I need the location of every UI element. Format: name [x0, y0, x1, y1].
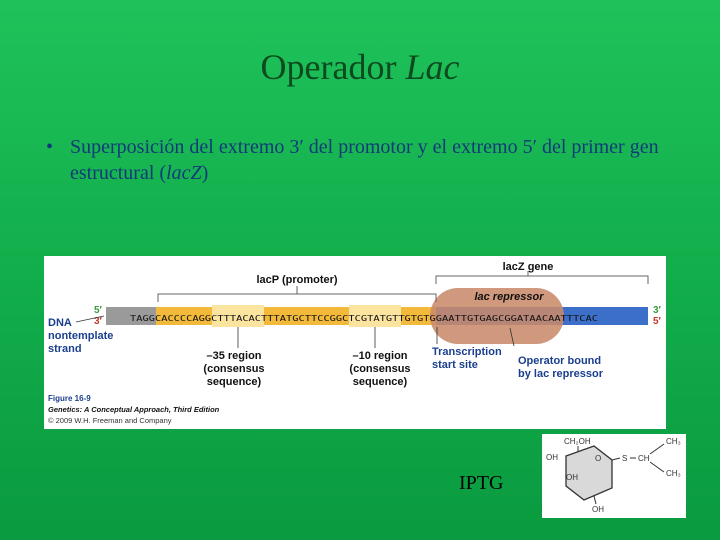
minus10-line1: –10 region [352, 350, 407, 362]
dna-label-pointer [75, 315, 105, 323]
iptg-ring [565, 445, 613, 501]
iptg-s: S [622, 454, 627, 463]
caption-figure: Figure 16-9 [48, 394, 91, 403]
lacp-label: lacP (promoter) [256, 274, 337, 286]
lacp-bracket [157, 293, 437, 302]
strand-label: strand [48, 343, 82, 355]
iptg-ch3-bottom: CH₃ [666, 469, 681, 478]
iptg-oh-bottom: OH [592, 505, 604, 514]
bullet-text-italic: lacZ [166, 162, 202, 184]
operator-pointer [509, 327, 515, 347]
minus10-box [349, 305, 401, 327]
lac-repressor-shape [430, 288, 564, 344]
minus10-line2: (consensus [349, 363, 410, 375]
iptg-oh-inner: OH [566, 473, 578, 482]
iptg-structure: O CH₂OH OH OH OH S CH CH₃ CH₃ [542, 434, 686, 518]
nontemplate-label: nontemplate [48, 330, 113, 342]
minus35-box [212, 305, 264, 327]
minus35-line2: (consensus [203, 363, 264, 375]
slide-title: Operador Lac [0, 46, 720, 88]
iptg-oh-left: OH [546, 453, 558, 462]
right-3prime-label: 3′ [653, 305, 662, 316]
dna-sequence: TAGGCACCCCAGGCTTTACACTTTATGCTTCCGGCTCGTA… [130, 314, 598, 323]
title-italic: Lac [405, 47, 460, 87]
iptg-ch3-top: CH₃ [666, 437, 681, 446]
iptg-ring-o: O [595, 454, 601, 463]
tss-line2: start site [432, 359, 478, 371]
minus10-line3: sequence) [353, 376, 408, 388]
dna-label: DNA [48, 317, 72, 329]
iptg-label: IPTG [459, 472, 504, 494]
minus35-line3: sequence) [207, 376, 262, 388]
iptg-oh-bottom-bond [593, 495, 597, 505]
lacz-label: lacZ gene [503, 261, 554, 273]
lac-operator-diagram: TAGGCACCCCAGGCTTTACACTTTATGCTTCCGGCTCGTA… [48, 261, 662, 425]
left-3prime-label: 3′ [94, 316, 103, 327]
dna-upstream-segment [106, 307, 158, 325]
right-5prime-label: 5′ [653, 316, 662, 327]
lac-operator-figure: TAGGCACCCCAGGCTTTACACTTTATGCTTCCGGCTCGTA… [44, 256, 666, 429]
operator-line1: Operator bound [518, 355, 601, 367]
tss-line1: Transcription [432, 346, 502, 358]
iptg-s-bond [611, 457, 621, 461]
caption-copyright: © 2009 W.H. Freeman and Company [48, 416, 172, 425]
iptg-ch3-top-bond [649, 443, 665, 455]
minus35-line1: –35 region [206, 350, 261, 362]
bullet-point: • Superposición del extremo 3′ del promo… [46, 134, 686, 186]
iptg-ch3-bottom-bond [649, 461, 665, 473]
caption-book: Genetics: A Conceptual Approach, Third E… [48, 405, 220, 414]
iptg-ch: CH [638, 454, 650, 463]
lacz-bracket [435, 275, 649, 284]
bullet-text-pre: Superposición del extremo 3′ del promoto… [70, 136, 659, 184]
bullet-symbol: • [46, 136, 54, 158]
bullet-text-post: ) [201, 162, 209, 184]
iptg-ch2oh: CH₂OH [564, 437, 591, 446]
title-main: Operador [260, 47, 406, 87]
iptg-structure-drawing: O CH₂OH OH OH OH S CH CH₃ CH₃ [546, 437, 681, 514]
left-5prime-label: 5′ [94, 305, 103, 316]
operator-line2: by lac repressor [518, 368, 604, 380]
repressor-label: lac repressor [474, 291, 544, 303]
